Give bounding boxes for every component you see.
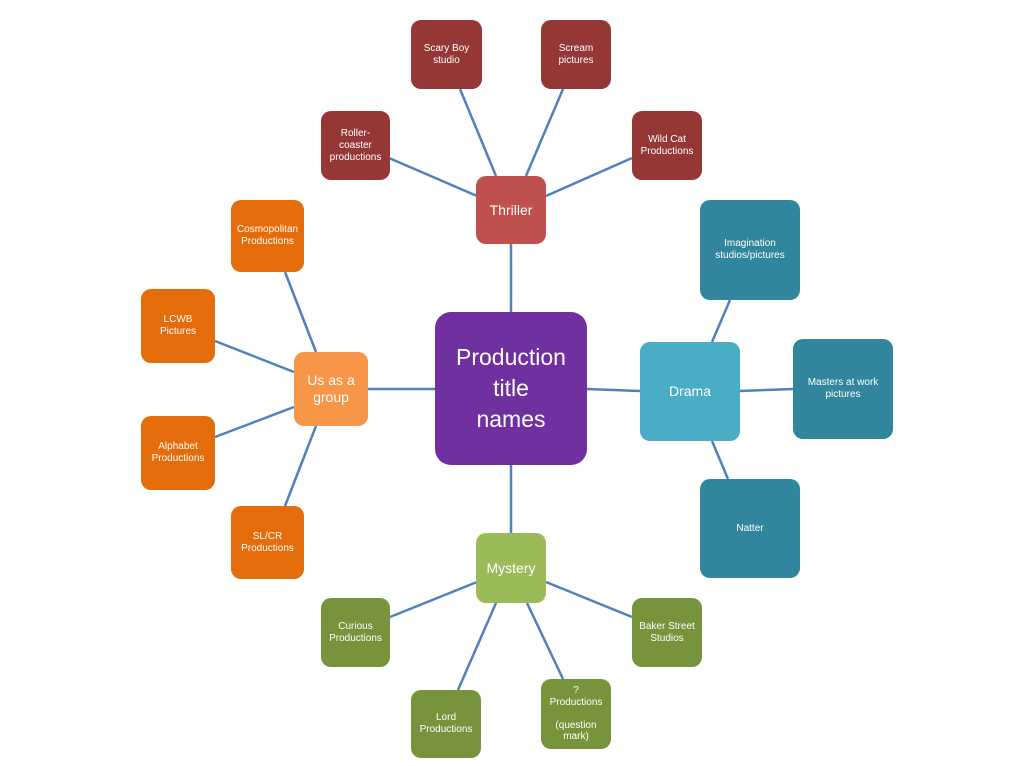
group-child-label: Alphabet Productions	[151, 441, 205, 464]
drama-node[interactable]: Drama	[640, 342, 740, 441]
group-child-cosmopolitan[interactable]: Cosmopolitan Productions	[231, 200, 304, 272]
connector-group-lcwb	[214, 339, 295, 374]
drama-child-label: Natter	[736, 522, 764, 534]
connector-thriller-wildcat	[545, 156, 633, 198]
connector-drama-masters	[739, 387, 794, 393]
thriller-child-label: Wild Cat Productions	[640, 133, 694, 157]
connector-group-cosmopolitan	[283, 271, 318, 353]
mystery-child-curious[interactable]: Curious Productions	[321, 598, 390, 667]
connector-group-slcr	[283, 425, 318, 507]
group-child-label: SL/CR Productions	[241, 530, 294, 554]
drama-child-natter[interactable]: Natter	[700, 479, 800, 578]
connector-drama-imagination	[710, 299, 732, 343]
connector-center-drama	[586, 387, 641, 393]
group-child-alphabet[interactable]: Alphabet Productions	[141, 416, 215, 490]
mystery-child-label: Lord Productions	[419, 712, 473, 735]
thriller-child-label: Scream pictures	[558, 42, 594, 66]
mystery-child-baker-street[interactable]: Baker Street Studios	[632, 598, 702, 667]
connector-thriller-scream	[524, 88, 565, 177]
thriller-child-label: Roller- coaster productions	[329, 127, 382, 163]
drama-label: Drama	[668, 383, 711, 400]
thriller-child-scream[interactable]: Scream pictures	[541, 20, 611, 89]
connector-drama-natter	[710, 440, 730, 480]
connector-thriller-scary-boy	[458, 88, 498, 177]
drama-child-masters[interactable]: Masters at work pictures	[793, 339, 893, 439]
thriller-child-rollercoaster[interactable]: Roller- coaster productions	[321, 111, 390, 180]
mystery-child-lord[interactable]: Lord Productions	[411, 690, 481, 758]
connector-group-alphabet	[214, 405, 295, 439]
group-label: Us as a group	[307, 372, 355, 405]
mystery-child-label: Curious Productions	[329, 620, 382, 644]
mystery-child-question-mark[interactable]: ? Productions (question mark)	[541, 679, 611, 749]
drama-child-imagination[interactable]: Imagination studios/pictures	[700, 200, 800, 300]
connector-thriller-rollercoaster	[388, 156, 478, 198]
mystery-child-label: ? Productions (question mark)	[549, 685, 603, 743]
connector-mystery-question	[525, 602, 565, 680]
thriller-child-scary-boy[interactable]: Scary Boy studio	[411, 20, 482, 89]
drama-child-label: Imagination studios/pictures	[715, 238, 785, 261]
connector-mystery-lord	[456, 602, 498, 691]
group-node[interactable]: Us as a group	[294, 352, 368, 426]
mystery-node[interactable]: Mystery	[476, 533, 546, 603]
mystery-label: Mystery	[486, 559, 536, 576]
thriller-node[interactable]: Thriller	[476, 176, 546, 244]
center-node[interactable]: Production title names	[435, 312, 587, 465]
center-node-label: Production title names	[456, 343, 566, 433]
group-child-label: LCWB Pictures	[159, 314, 197, 337]
connector-mystery-curious	[389, 580, 478, 619]
connector-mystery-baker	[545, 580, 633, 619]
group-child-lcwb[interactable]: LCWB Pictures	[141, 289, 215, 363]
mystery-child-label: Baker Street Studios	[639, 620, 695, 644]
drama-child-label: Masters at work pictures	[807, 377, 879, 400]
group-child-label: Cosmopolitan Productions	[236, 224, 299, 247]
thriller-label: Thriller	[489, 201, 533, 218]
group-child-slcr[interactable]: SL/CR Productions	[231, 506, 304, 579]
thriller-child-label: Scary Boy studio	[423, 42, 470, 66]
thriller-child-wildcat[interactable]: Wild Cat Productions	[632, 111, 702, 180]
